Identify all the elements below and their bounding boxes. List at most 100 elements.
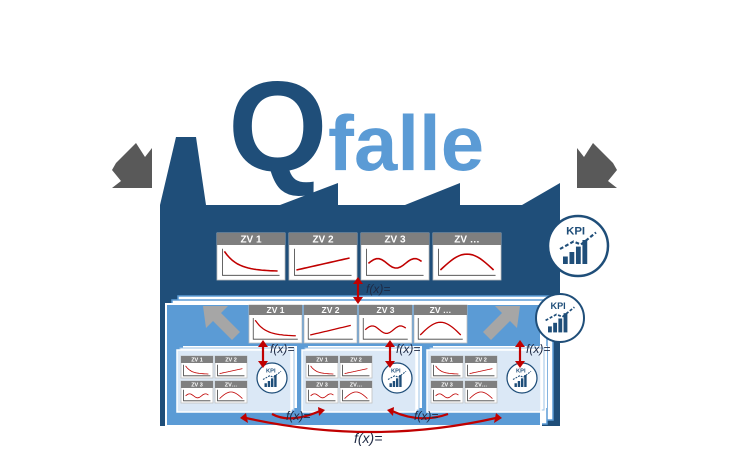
chart-axes	[183, 364, 211, 377]
chart-label: ZV 2	[322, 305, 340, 315]
chart-header	[249, 305, 302, 315]
chart-header	[465, 381, 497, 388]
kpi-label: KPI	[391, 368, 401, 374]
chart-axes	[308, 389, 336, 402]
formula-arc-left: f(x)=	[286, 409, 311, 423]
mid-chart: ZV 3	[358, 304, 413, 344]
chart-label: ZV 3	[441, 382, 453, 388]
mid-chart: ZV 2	[303, 304, 358, 344]
chart-axes	[307, 318, 353, 340]
chart-curve	[364, 325, 407, 335]
chart-header	[304, 305, 357, 315]
chart-header	[306, 356, 338, 363]
chart-axes	[467, 364, 495, 377]
kpi-bar	[569, 252, 575, 264]
chart-curve	[254, 319, 296, 337]
chart-label: ZV…	[350, 382, 363, 388]
kpi-trend	[559, 231, 597, 250]
chart-curve	[223, 250, 278, 272]
small-chart: ZV 1	[305, 355, 339, 379]
connector-arc-outer	[245, 416, 497, 434]
chart-label: ZV 3	[191, 382, 203, 388]
chart-header	[340, 381, 372, 388]
chart-axes	[252, 318, 298, 340]
chart-axes	[467, 389, 495, 402]
chart-axes	[438, 248, 496, 276]
kpi-bar	[399, 375, 402, 387]
chart-axes	[342, 389, 370, 402]
kpi-bar	[548, 326, 552, 333]
chart-header	[181, 381, 213, 388]
top-chart: ZV 3	[360, 232, 430, 281]
chart-curve	[435, 365, 459, 375]
chart-axes	[308, 364, 336, 377]
kpi-trend	[545, 306, 575, 322]
formula-top: f(x)=	[366, 282, 391, 296]
chart-header	[215, 381, 247, 388]
top-chart: ZV 2	[288, 232, 358, 281]
red-connectors	[240, 277, 525, 434]
kpi-bar	[524, 375, 527, 387]
process-arrow-right-icon	[483, 306, 520, 340]
kpi-bar	[558, 318, 563, 333]
chart-axes	[222, 248, 280, 276]
kpi-label: KPI	[516, 368, 526, 374]
chart-axes	[217, 389, 245, 402]
mid-chart: ZV …	[413, 304, 468, 344]
process-arrow-left-icon	[203, 306, 240, 340]
chart-label: ZV…	[475, 382, 488, 388]
chart-curve	[310, 365, 334, 375]
kpi-bar	[264, 383, 267, 387]
chart-curve	[344, 391, 368, 399]
kpi-badge-large: KPI	[546, 214, 610, 278]
kpi-label: KPI	[566, 226, 585, 238]
chart-label: ZV …	[454, 234, 480, 245]
kpi-label: KPI	[550, 301, 565, 311]
kpi-bar	[582, 240, 588, 264]
small-chart: ZV 1	[430, 355, 464, 379]
small-chart: ZV 3	[430, 380, 464, 404]
formula-bottom: f(x)=	[354, 430, 383, 446]
chart-curve	[419, 321, 462, 336]
kpi-badge-small: KPI	[506, 362, 538, 394]
formula-right: f(x)=	[526, 342, 551, 356]
chart-curve	[296, 257, 350, 271]
chart-label: ZV 2	[475, 357, 487, 363]
chart-header	[465, 356, 497, 363]
kpi-badge-small: KPI	[381, 362, 413, 394]
small-chart: ZV 2	[339, 355, 373, 379]
chart-header	[433, 233, 501, 245]
chart-header	[431, 356, 463, 363]
chart-label: ZV 1	[240, 234, 262, 245]
kpi-bar	[389, 383, 392, 387]
chart-header	[217, 233, 285, 245]
chart-axes	[294, 248, 352, 276]
kpi-bar	[514, 383, 517, 387]
chart-label: ZV 2	[312, 234, 334, 245]
chart-header	[289, 233, 357, 245]
kpi-bar	[575, 246, 581, 264]
chart-axes	[217, 364, 245, 377]
kpi-badge-medium: KPI	[535, 293, 585, 343]
chart-header	[361, 233, 429, 245]
formula-left: f(x)=	[270, 342, 295, 356]
small-chart: ZV 2	[464, 355, 498, 379]
kpi-bar	[267, 381, 271, 387]
formula-middle: f(x)=	[396, 342, 421, 356]
chart-header	[181, 356, 213, 363]
title-letter-q: Q	[228, 56, 328, 199]
chart-header	[431, 381, 463, 388]
chart-curve	[344, 368, 368, 374]
kpi-bar	[563, 256, 568, 264]
kpi-bar	[517, 381, 521, 387]
small-chart: ZV…	[339, 380, 373, 404]
kpi-trend	[512, 370, 532, 380]
top-chart: ZV …	[432, 232, 502, 281]
kpi-bar	[395, 378, 399, 387]
chart-curve	[439, 253, 495, 271]
chart-curve	[185, 393, 209, 399]
top-chart: ZV 1	[216, 232, 286, 281]
chart-axes	[183, 389, 211, 402]
small-chart: ZV 2	[214, 355, 248, 379]
